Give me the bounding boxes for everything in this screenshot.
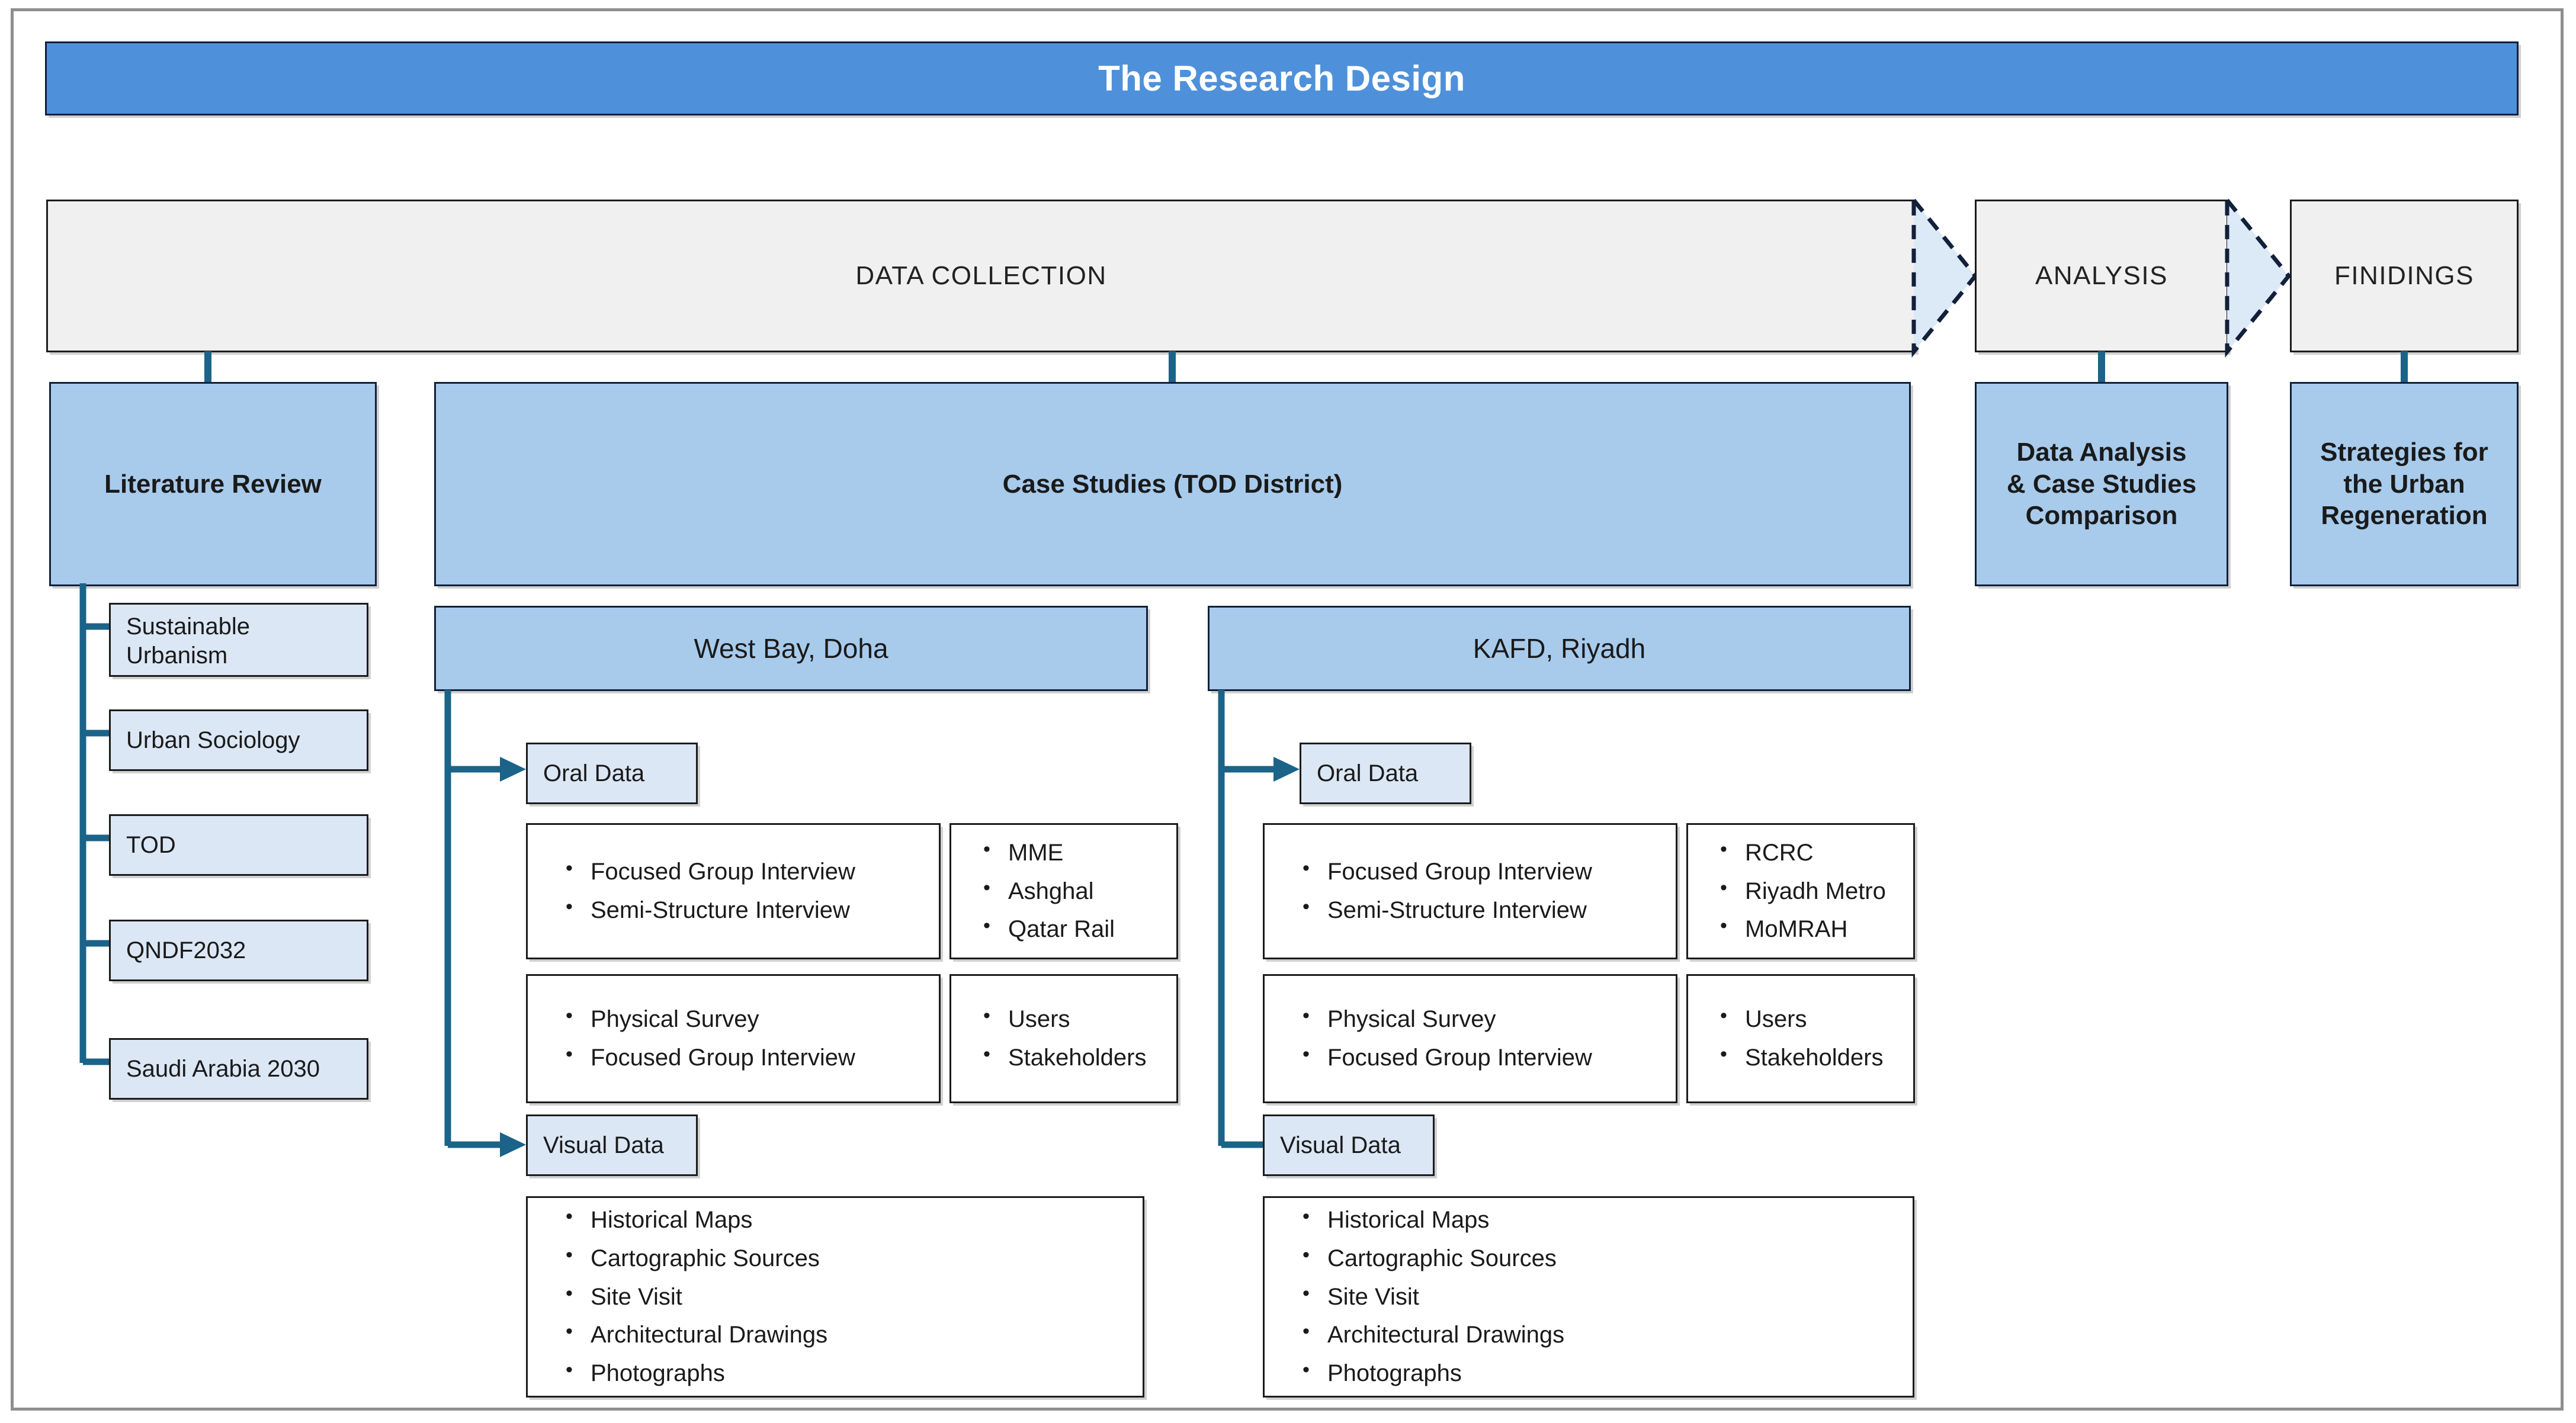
list-item: Semi-Structure Interview [1303, 891, 1676, 930]
west-bay-survey-sources-list: Users Stakeholders [981, 1000, 1176, 1077]
list-item: Focused Group Interview [1303, 852, 1676, 891]
outcome-line-1: Data Analysis [2016, 437, 2187, 467]
kafd-visual-data-list: Historical Maps Cartographic Sources Sit… [1300, 1200, 1913, 1393]
list-item: Riyadh Metro [1720, 872, 1913, 911]
kafd-visual-data-label[interactable]: Visual Data [1263, 1114, 1435, 1176]
list-item: Cartographic Sources [1303, 1239, 1913, 1278]
outcome-line-2: the Urban [2343, 469, 2465, 499]
west-bay-visual-data-label[interactable]: Visual Data [526, 1114, 698, 1176]
list-item: Users [1720, 1000, 1913, 1039]
west-bay-oral-sources-box: MME Ashghal Qatar Rail [949, 823, 1178, 959]
kafd-survey-sources-box: Users Stakeholders [1686, 974, 1915, 1103]
lit-item-saudi-arabia-2030[interactable]: Saudi Arabia 2030 [109, 1038, 368, 1100]
kafd-survey-sources-list: Users Stakeholders [1718, 1000, 1913, 1077]
connector-to-strategies [2401, 351, 2408, 383]
lit-item-qndf2032[interactable]: QNDF2032 [109, 920, 368, 981]
west-bay-survey-methods-box: Physical Survey Focused Group Interview [526, 974, 941, 1103]
outcome-line-1: Strategies for [2320, 437, 2488, 467]
kafd-visual-data-box: Historical Maps Cartographic Sources Sit… [1263, 1196, 1914, 1398]
west-bay-oral-data-label[interactable]: Oral Data [526, 743, 698, 804]
kafd-oral-sources-list: RCRC Riyadh Metro MoMRAH [1718, 833, 1913, 949]
west-bay-visual-data-box: Historical Maps Cartographic Sources Sit… [526, 1196, 1144, 1398]
list-item: Site Visit [1303, 1277, 1913, 1316]
case-studies-box[interactable]: Case Studies (TOD District) [434, 382, 1911, 586]
list-item: Historical Maps [566, 1200, 1143, 1239]
outcome-line-3: Regeneration [2321, 501, 2488, 531]
kafd-oral-methods-box: Focused Group Interview Semi-Structure I… [1263, 823, 1677, 959]
outcome-line-2: & Case Studies [2006, 469, 2197, 499]
list-item: Stakeholders [983, 1038, 1176, 1077]
west-bay-oral-sources-list: MME Ashghal Qatar Rail [981, 833, 1176, 949]
list-item: Physical Survey [1303, 1000, 1676, 1039]
stage-findings[interactable]: FINIDINGS [2290, 200, 2519, 352]
list-item: Photographs [566, 1354, 1143, 1393]
list-item: Architectural Drawings [1303, 1315, 1913, 1354]
list-item: Stakeholders [1720, 1038, 1913, 1077]
list-item: Photographs [1303, 1354, 1913, 1393]
list-item: Cartographic Sources [566, 1239, 1143, 1278]
list-item: MME [983, 833, 1176, 872]
outcome-data-analysis-box[interactable]: Data Analysis & Case Studies Comparison [1975, 382, 2228, 586]
kafd-oral-methods-list: Focused Group Interview Semi-Structure I… [1300, 852, 1676, 930]
list-item: Semi-Structure Interview [566, 891, 939, 930]
west-bay-oral-methods-box: Focused Group Interview Semi-Structure I… [526, 823, 941, 959]
kafd-oral-sources-box: RCRC Riyadh Metro MoMRAH [1686, 823, 1915, 959]
lit-item-line-1: Sustainable [126, 613, 251, 640]
kafd-oral-data-label[interactable]: Oral Data [1300, 743, 1471, 804]
list-item: MoMRAH [1720, 910, 1913, 949]
list-item: Users [983, 1000, 1176, 1039]
kafd-survey-methods-list: Physical Survey Focused Group Interview [1300, 1000, 1676, 1077]
list-item: Physical Survey [566, 1000, 939, 1039]
stage-analysis[interactable]: ANALYSIS [1975, 200, 2228, 352]
lit-item-tod[interactable]: TOD [109, 814, 368, 876]
outcome-line-3: Comparison [2025, 501, 2178, 531]
list-item: Focused Group Interview [566, 852, 939, 891]
connector-to-data-analysis [2098, 351, 2105, 383]
list-item: Qatar Rail [983, 910, 1176, 949]
stage-data-collection[interactable]: DATA COLLECTION [46, 200, 1916, 352]
list-item: Focused Group Interview [1303, 1038, 1676, 1077]
list-item: Historical Maps [1303, 1200, 1913, 1239]
list-item: Ashghal [983, 872, 1176, 911]
lit-item-sustainable-urbanism[interactable]: Sustainable Urbanism [109, 603, 368, 677]
outcome-strategies-box[interactable]: Strategies for the Urban Regeneration [2290, 382, 2519, 586]
list-item: Architectural Drawings [566, 1315, 1143, 1354]
kafd-survey-methods-box: Physical Survey Focused Group Interview [1263, 974, 1677, 1103]
literature-review-box[interactable]: Literature Review [49, 382, 377, 586]
list-item: Focused Group Interview [566, 1038, 939, 1077]
page-title: The Research Design [45, 41, 2519, 115]
lit-item-urban-sociology[interactable]: Urban Sociology [109, 709, 368, 771]
west-bay-visual-data-list: Historical Maps Cartographic Sources Sit… [563, 1200, 1143, 1393]
connector-to-case-studies [1169, 351, 1176, 383]
west-bay-survey-methods-list: Physical Survey Focused Group Interview [563, 1000, 939, 1077]
west-bay-survey-sources-box: Users Stakeholders [949, 974, 1178, 1103]
west-bay-oral-methods-list: Focused Group Interview Semi-Structure I… [563, 852, 939, 930]
connector-to-literature-review [204, 351, 211, 383]
case-study-west-bay-doha[interactable]: West Bay, Doha [434, 606, 1148, 691]
list-item: RCRC [1720, 833, 1913, 872]
list-item: Site Visit [566, 1277, 1143, 1316]
lit-item-line-2: Urbanism [126, 642, 228, 669]
case-study-kafd-riyadh[interactable]: KAFD, Riyadh [1208, 606, 1911, 691]
